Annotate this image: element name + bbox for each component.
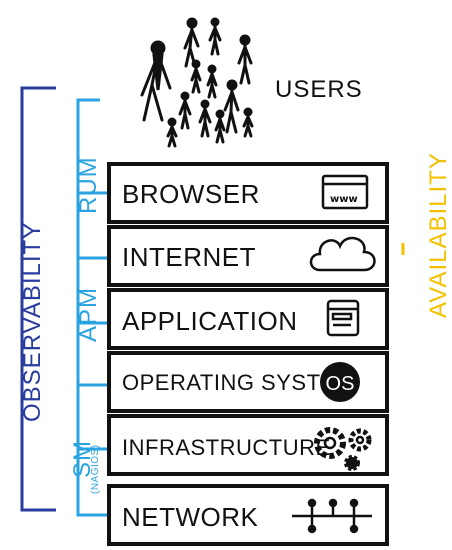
users-crowd-icon (140, 17, 254, 148)
www-browser-icon: www (321, 174, 369, 210)
os-circle-icon: OS (320, 362, 360, 402)
layer-label-internet: INTERNET (122, 242, 256, 272)
apm-label: APM (75, 287, 102, 342)
network-topology-icon (292, 498, 372, 534)
layer-label-network: NETWORK (122, 502, 259, 532)
svg-text:www: www (330, 194, 358, 205)
os-icon-text: OS (326, 373, 355, 395)
layer-box-network: NETWORK (107, 484, 389, 546)
layer-box-infrastructure: INFRASTRUCTURE (107, 414, 389, 476)
availability-label: AVAILABILITY (425, 152, 452, 318)
layer-label-operating-system: OPERATING SYSTEM (122, 370, 355, 395)
observability-bracket (20, 86, 56, 512)
layer-label-application: APPLICATION (122, 306, 298, 336)
cloud-icon (309, 236, 376, 272)
layer-label-infrastructure: INFRASTRUCTURE (122, 435, 331, 460)
observability-label: OBSERVABILITY (19, 222, 46, 422)
sm-label: SM (69, 440, 96, 478)
layer-box-application: APPLICATION (107, 288, 389, 350)
sm-note-label: (NAGIOS) (90, 444, 101, 494)
layer-box-operating-system: OPERATING SYSTEM OS (107, 351, 389, 413)
monitoring-bracket (76, 98, 108, 517)
rum-label: RUM (75, 156, 102, 214)
layer-box-internet: INTERNET (107, 225, 389, 287)
gears-icon (314, 427, 372, 471)
layer-box-browser: BROWSER www (107, 162, 389, 224)
users-label: USERS (275, 76, 363, 103)
application-window-icon (326, 299, 360, 337)
layer-label-browser: BROWSER (122, 179, 260, 209)
